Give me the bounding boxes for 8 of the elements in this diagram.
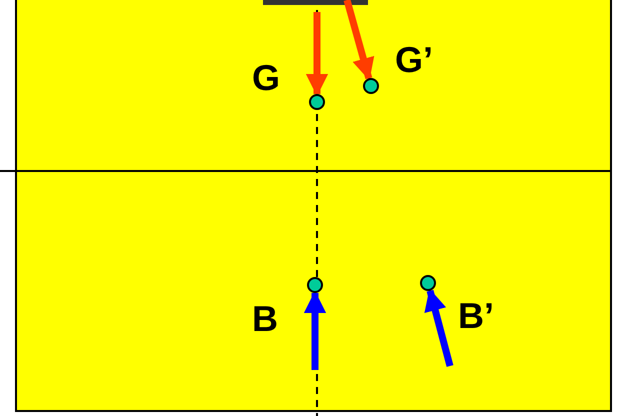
point-label: G: [252, 60, 280, 96]
point-label: G’: [395, 42, 434, 78]
arrow: [304, 290, 326, 370]
arrow: [424, 288, 454, 367]
point-label: B’: [458, 298, 494, 334]
point-label: B: [252, 301, 278, 337]
arrow: [344, 0, 374, 80]
arrow: [306, 12, 328, 96]
